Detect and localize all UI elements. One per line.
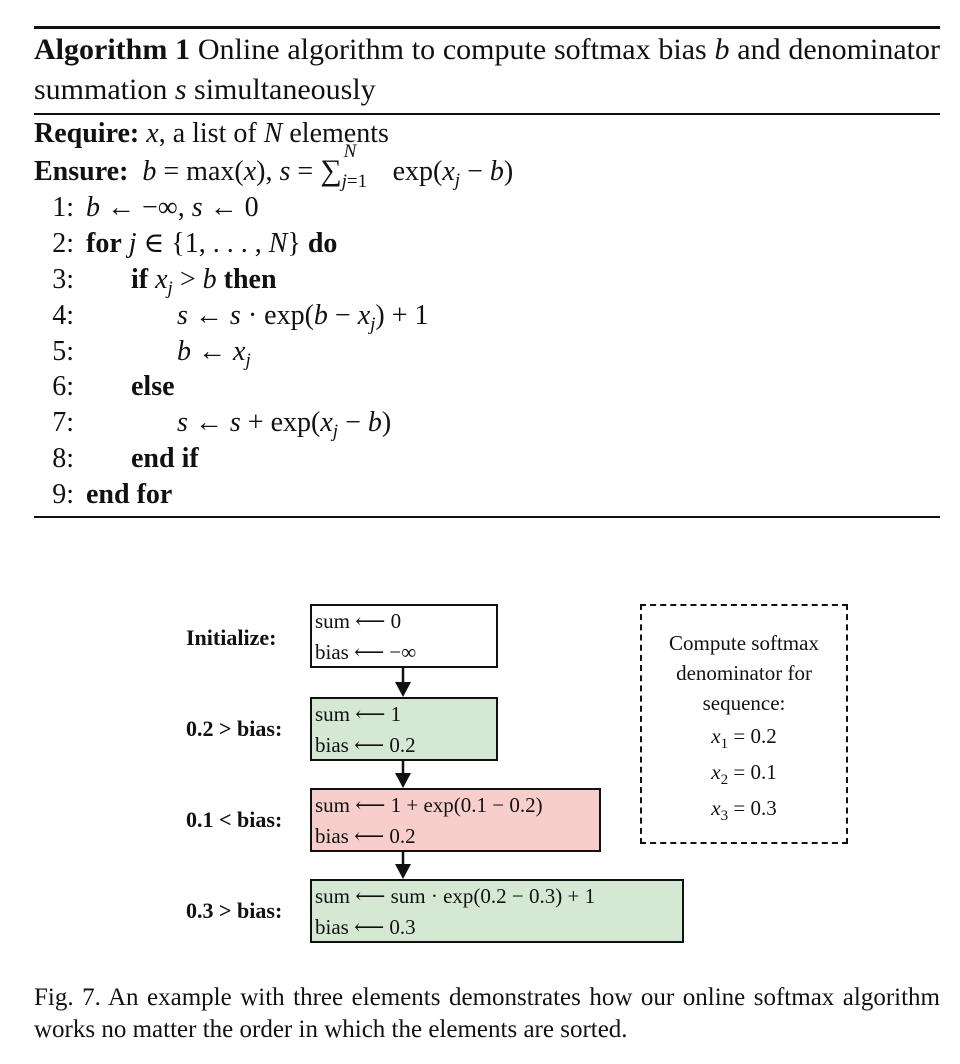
keyword-for: for: [86, 228, 122, 259]
algorithm-title-and: and denominator summation: [34, 33, 940, 106]
var-N: N: [263, 118, 283, 149]
var-s: s: [174, 73, 187, 106]
keyword-else: else: [131, 371, 175, 402]
line-code: b ← −∞, s ← 0: [86, 192, 259, 223]
alg-line-7: 7: s ← s + exp(xj − b): [46, 405, 391, 442]
keyword-end-if: end if: [131, 443, 199, 474]
sum-assignment: sum ⟵ 0: [315, 609, 402, 633]
bias-assignment: bias ⟵ 0.2: [315, 824, 416, 848]
alg-line-5: 5: b ← xj: [46, 334, 251, 371]
line-code: end if: [131, 441, 199, 477]
line-code: end for: [86, 477, 172, 513]
algorithm-top-rule: [34, 26, 940, 29]
alg-line-6: 6: else: [46, 369, 174, 405]
algorithm-header-rule: [34, 113, 940, 115]
sum-assignment: sum ⟵ 1: [315, 702, 402, 726]
keyword-do: do: [307, 228, 338, 259]
sequence-legend-box: Compute softmax denominator for sequence…: [640, 604, 848, 844]
alg-line-4: 4: s ← s · exp(b − xj) + 1: [46, 298, 428, 335]
item-var: x: [711, 724, 721, 748]
algorithm-label: Algorithm 1: [34, 33, 191, 66]
line-number: 2:: [52, 228, 74, 259]
bias-assignment: bias ⟵ 0.2: [315, 733, 416, 757]
require-end: elements: [289, 118, 389, 149]
alg-line-8: 8: end if: [46, 441, 198, 477]
item-var: x: [711, 796, 721, 820]
require-keyword: Require:: [34, 118, 140, 149]
alg-line-3: 3: if xj > b then: [46, 262, 276, 299]
algorithm-title-text: Online algorithm to compute softmax bias: [197, 33, 707, 66]
item-sub: 2: [720, 772, 729, 788]
step-label-0-2: 0.2 > bias:: [186, 716, 283, 741]
legend-line: sequence:: [702, 691, 786, 715]
legend-line: Compute softmax: [669, 631, 819, 655]
item-sub: 1: [720, 736, 729, 752]
require-line: Require: x, a list of N elements: [34, 116, 389, 152]
step-label-initialize: Initialize:: [186, 625, 277, 650]
ensure-keyword: Ensure:: [34, 156, 129, 187]
arrow-down-icon: [395, 668, 411, 697]
item-var: x: [711, 760, 721, 784]
step-label-0-3: 0.3 > bias:: [186, 898, 283, 923]
item-value: = 0.1: [733, 760, 777, 784]
line-number: 1:: [52, 192, 74, 223]
line-number: 4:: [52, 300, 74, 331]
line-code: s ← s · exp(b − xj) + 1: [177, 300, 429, 335]
line-code: else: [131, 369, 175, 405]
item-value: = 0.3: [733, 796, 777, 820]
alg-line-9: 9: end for: [46, 477, 172, 513]
step-label-0-1: 0.1 < bias:: [186, 807, 283, 832]
sum-assignment: sum ⟵ sum · exp(0.2 − 0.3) + 1: [315, 884, 596, 908]
sum-assignment: sum ⟵ 1 + exp(0.1 − 0.2): [315, 793, 543, 817]
line-code: s ← s + exp(xj − b): [177, 407, 392, 442]
step-box-0-3: sum ⟵ sum · exp(0.2 − 0.3) + 1 bias ⟵ 0.…: [310, 879, 684, 943]
sequence-item: x2 = 0.1: [642, 754, 846, 790]
arrow-down-icon: [395, 852, 411, 879]
line-number: 6:: [52, 371, 74, 402]
figure-caption: Fig. 7. An example with three elements d…: [34, 984, 940, 1043]
step-box-0-1: sum ⟵ 1 + exp(0.1 − 0.2) bias ⟵ 0.2: [310, 788, 601, 852]
arrow-down-icon: [395, 761, 411, 788]
step-box-initialize: sum ⟵ 0 bias ⟵ −∞: [310, 604, 498, 668]
legend-line: denominator for: [676, 661, 812, 685]
line-number: 7:: [52, 407, 74, 438]
keyword-then: then: [223, 264, 277, 295]
algorithm-bottom-rule: [34, 516, 940, 518]
alg-line-1: 1: b ← −∞, s ← 0: [46, 190, 258, 226]
bias-assignment: bias ⟵ −∞: [315, 640, 417, 664]
require-text: , a list of: [158, 118, 257, 149]
line-number: 5:: [52, 336, 74, 367]
sequence-item: x3 = 0.3: [642, 790, 846, 826]
line-number: 9:: [52, 479, 74, 510]
line-code: if xj > b then: [131, 264, 277, 299]
line-code: for j ∈ {1, . . . , N} do: [86, 228, 338, 259]
alg-line-2: 2: for j ∈ {1, . . . , N} do: [46, 226, 337, 262]
algorithm-title-end: simultaneously: [194, 73, 376, 106]
keyword-end-for: end for: [86, 479, 173, 510]
algorithm-title: Algorithm 1 Online algorithm to compute …: [34, 30, 940, 110]
line-number: 8:: [52, 443, 74, 474]
bias-assignment: bias ⟵ 0.3: [315, 915, 416, 939]
sequence-item: x1 = 0.2: [642, 718, 846, 754]
step-box-0-2: sum ⟵ 1 bias ⟵ 0.2: [310, 697, 498, 761]
var-b: b: [714, 33, 730, 66]
line-number: 3:: [52, 264, 74, 295]
keyword-if: if: [131, 264, 149, 295]
line-code: b ← xj: [177, 336, 251, 371]
item-value: = 0.2: [733, 724, 777, 748]
var-x: x: [146, 118, 159, 149]
item-sub: 3: [720, 808, 729, 824]
